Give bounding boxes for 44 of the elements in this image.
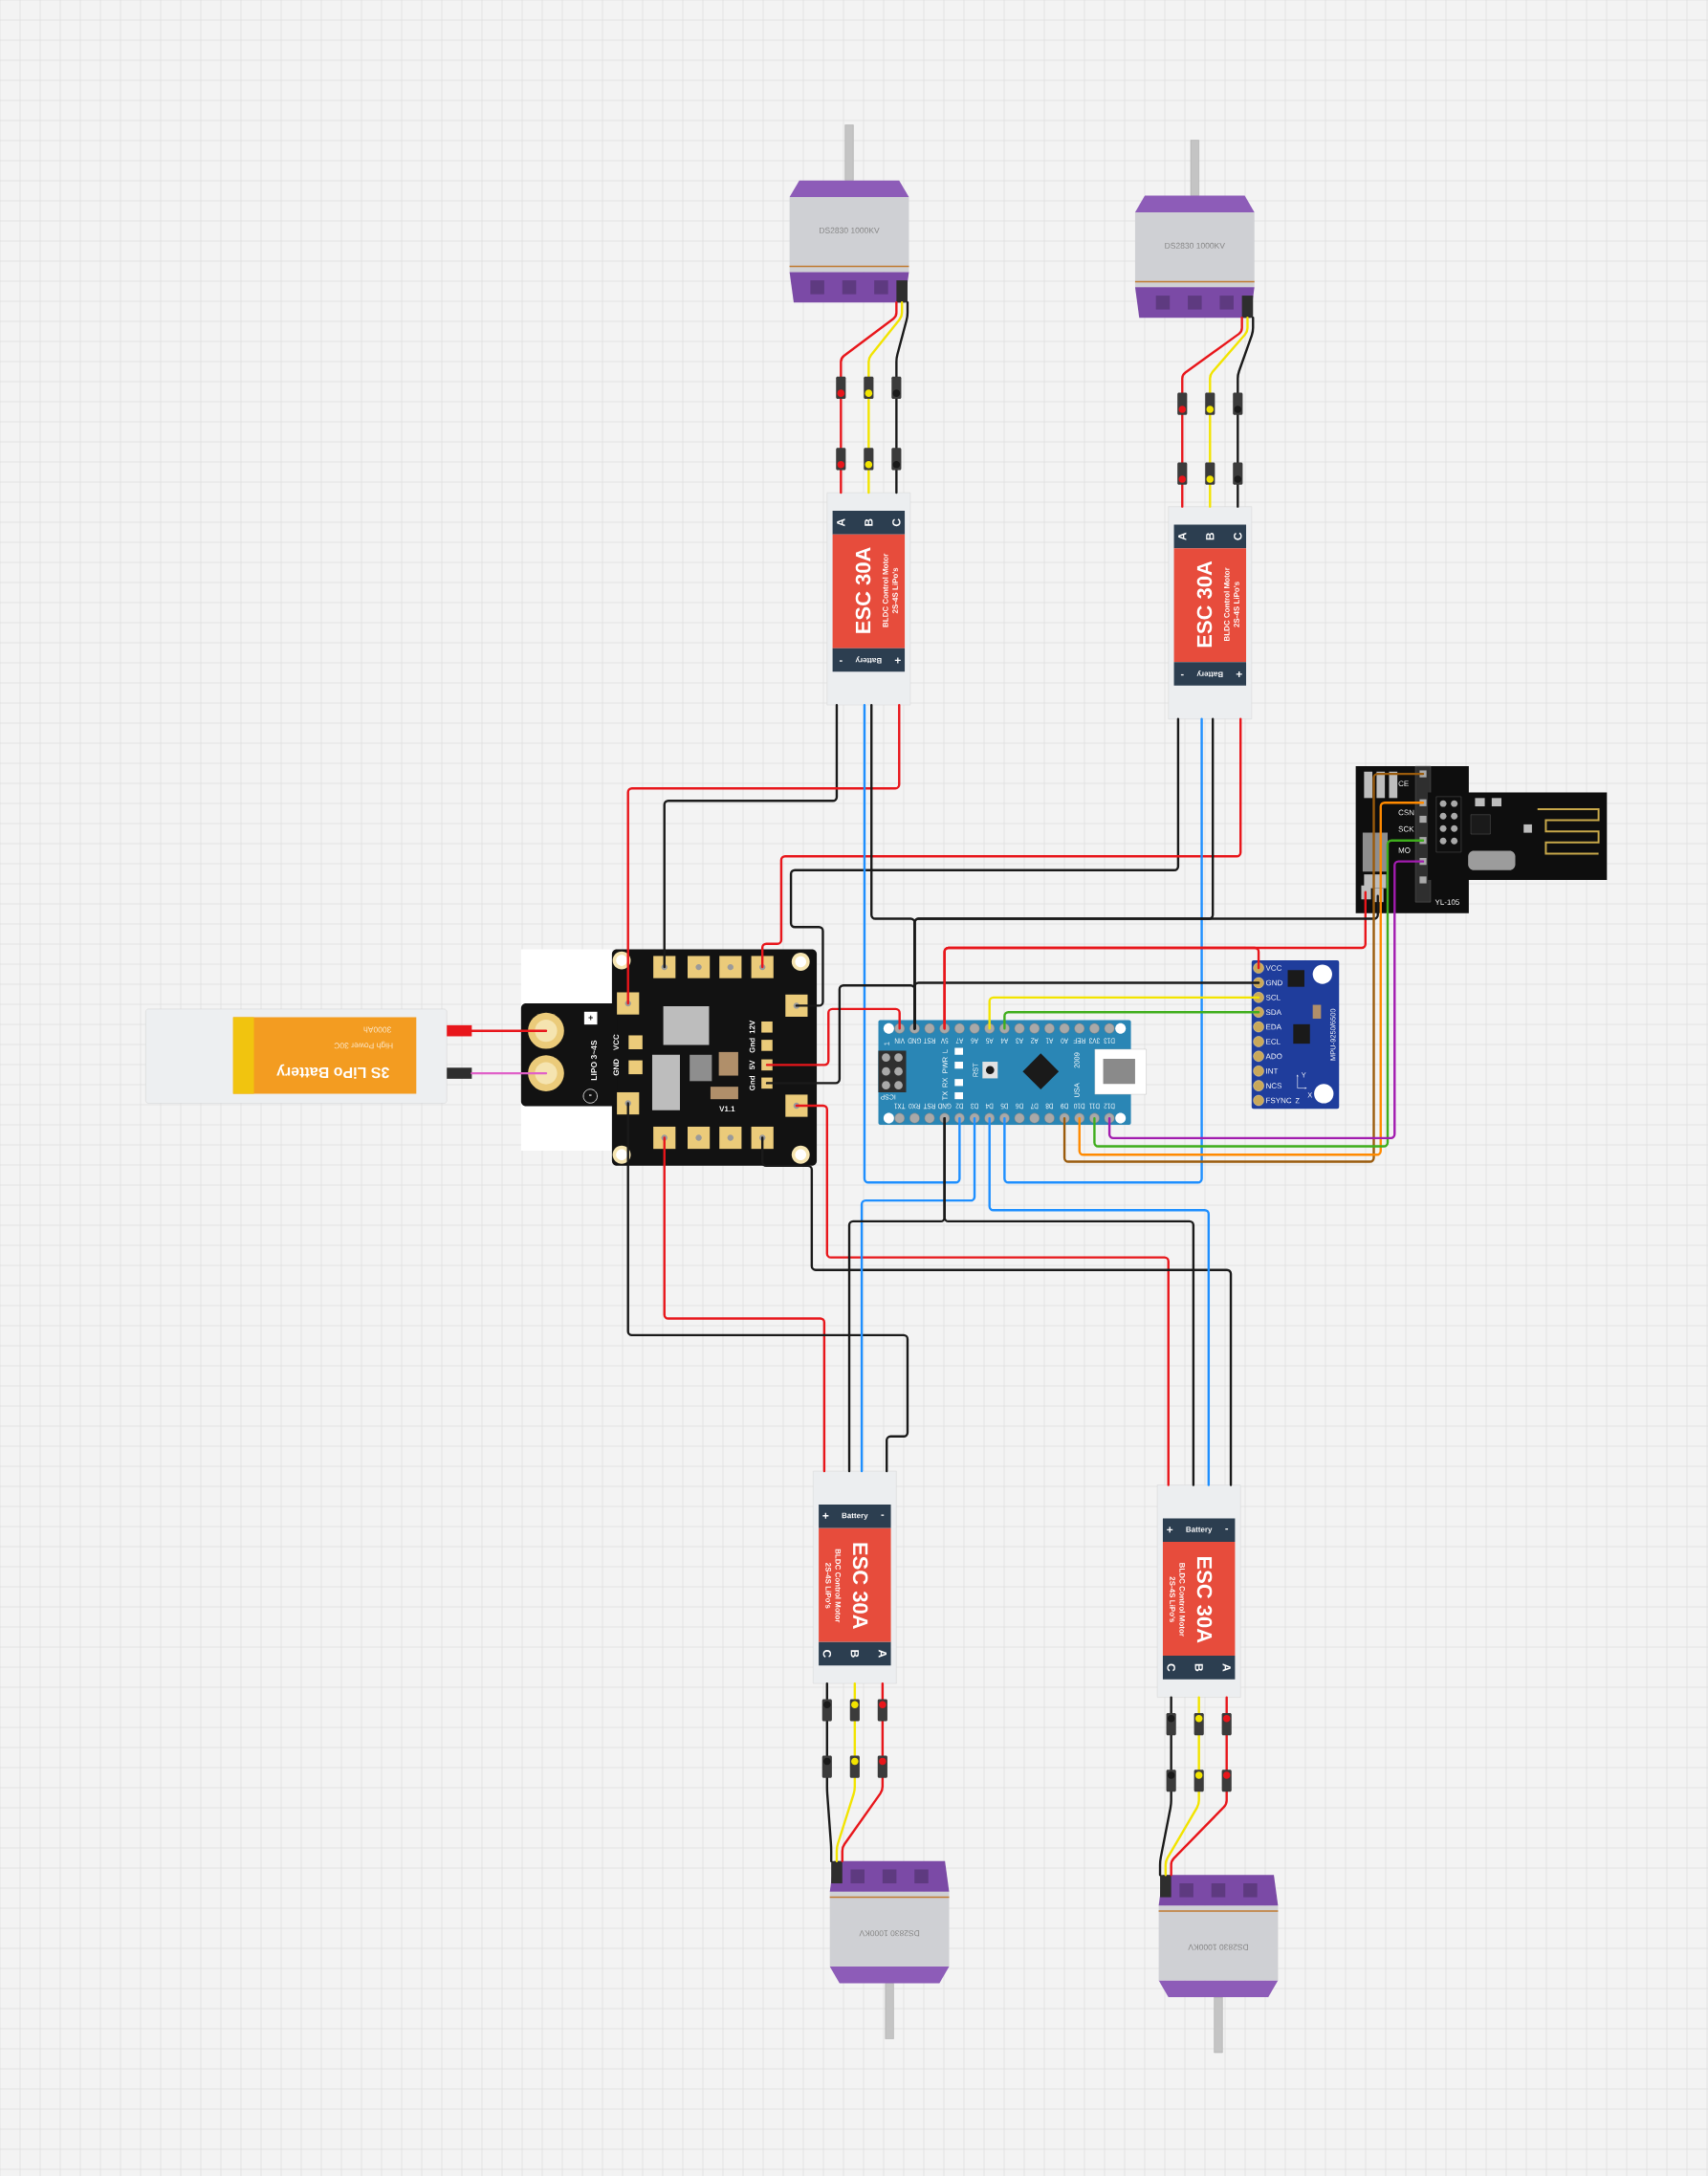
wire <box>943 1116 1195 1486</box>
wire <box>825 1681 833 1862</box>
battery-drawing: 3S LiPo Battery High Power 30C 3000Ah <box>145 1008 472 1104</box>
wire <box>663 1136 826 1473</box>
node-label: + <box>588 1015 593 1021</box>
wire <box>1237 317 1255 508</box>
wire <box>761 1136 1233 1486</box>
motor-drawing: DS2830 1000KV <box>828 1860 951 2039</box>
wire <box>471 1071 548 1075</box>
wire <box>840 301 898 495</box>
wire <box>863 703 961 1184</box>
wire <box>471 1029 548 1032</box>
wire <box>1170 1696 1228 1877</box>
esc-drawing: + Battery - ESC 30A BLDC Control Motor 2S-4S LiPo's C B A <box>813 1470 897 1684</box>
esc-drawing: + Battery - ESC 30A BLDC Control Motor 2S-4S LiPo's C B A <box>1156 1484 1241 1698</box>
wire <box>841 1681 885 1862</box>
wire <box>761 717 1242 969</box>
motor-drawing: DS2830 1000KV <box>788 124 910 303</box>
wire <box>626 1102 909 1473</box>
wire <box>1164 1696 1200 1877</box>
wire <box>1181 317 1243 508</box>
wire <box>765 984 916 1085</box>
wire <box>895 301 909 495</box>
wire <box>1209 317 1249 508</box>
wire <box>1003 717 1203 1184</box>
motor-drawing: DS2830 1000KV <box>1157 1875 1280 2054</box>
wire <box>765 1007 901 1066</box>
motor-drawing: DS2830 1000KV <box>1134 140 1256 319</box>
esc-drawing: A B C ESC 30A BLDC Control Motor 2S-4S LiPo's - Battery + <box>1168 506 1252 719</box>
wire <box>1158 1696 1172 1877</box>
wire <box>663 703 839 969</box>
esc-drawing: A B C ESC 30A BLDC Control Motor 2S-4S LiPo's - Battery + <box>826 492 911 706</box>
node-label: - <box>588 1094 592 1096</box>
wire <box>795 1104 1170 1486</box>
wire <box>789 717 1180 1007</box>
node-label: LIPO 3~4S <box>591 1040 598 1081</box>
wire <box>860 1116 976 1473</box>
wire <box>988 996 1260 1030</box>
wire <box>626 703 901 1005</box>
wire <box>988 1116 1211 1486</box>
wire <box>867 301 904 495</box>
wire <box>1003 1011 1260 1030</box>
power-board-drawing: LIPO 3~4S + - VCC GND 12V Gnd 5V Gnd V1.1 <box>520 949 818 1166</box>
wire <box>835 1681 857 1862</box>
